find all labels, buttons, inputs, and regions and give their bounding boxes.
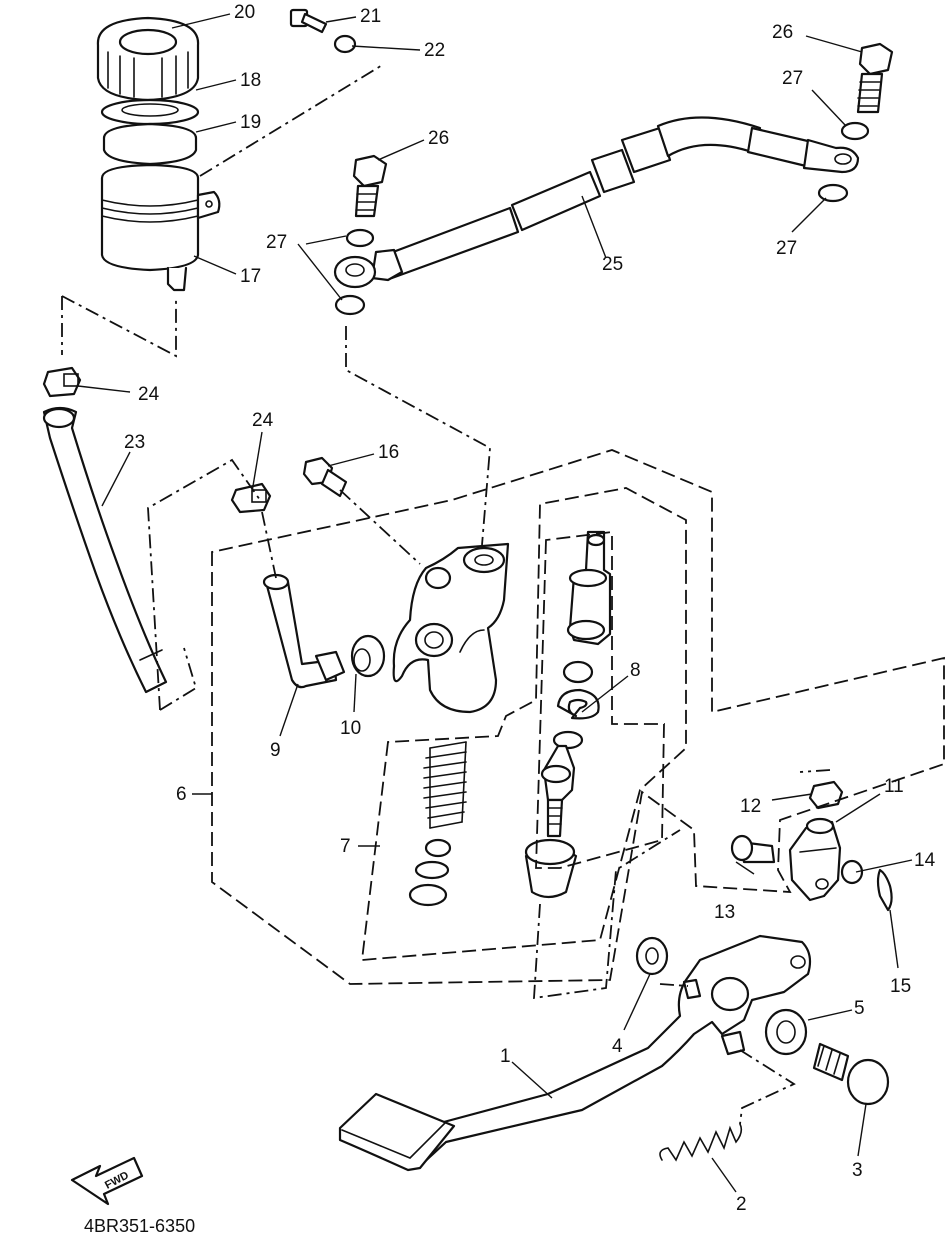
- assembly-lines: [61, 63, 831, 1125]
- callout-27-upper: 27: [782, 68, 803, 89]
- callout-8: 8: [630, 660, 641, 681]
- callout-4: 4: [612, 1036, 623, 1057]
- callout-14: 14: [914, 850, 936, 871]
- return-spring: [423, 741, 467, 829]
- callout-23: 23: [124, 432, 145, 453]
- callout-labels: 20 21 22 18 19 17 26 27 25 26 27 27 24 2…: [124, 2, 936, 1215]
- kit-7-boundary: [360, 487, 687, 961]
- brake-hose: [333, 116, 860, 289]
- callout-5: 5: [854, 998, 865, 1019]
- banjo-bolt-lower: [352, 154, 388, 218]
- crush-washer-lower-b: [334, 294, 366, 316]
- callout-19: 19: [240, 112, 261, 133]
- callout-10: 10: [340, 718, 361, 739]
- spring-seat: [424, 838, 452, 858]
- dust-boot: [524, 838, 578, 899]
- plain-washer-14: [840, 859, 864, 885]
- kit-6-boundary: [211, 449, 945, 985]
- callout-25: 25: [602, 254, 623, 275]
- callout-11: 11: [884, 776, 904, 797]
- forward-direction-arrow: FWD: [70, 1156, 144, 1206]
- secondary-cup: [562, 660, 594, 684]
- callout-13: 13: [714, 902, 735, 923]
- pivot-bolt: [812, 1042, 890, 1106]
- master-cylinder-body: [392, 542, 510, 714]
- callout-15: 15: [890, 976, 911, 997]
- hose-clamp-left: [42, 366, 82, 398]
- brake-pedal: [400, 934, 812, 1168]
- banjo-bolt-upper: [856, 42, 894, 114]
- callout-27-lower: 27: [266, 232, 287, 253]
- callout-16: 16: [378, 442, 399, 463]
- callout-7: 7: [340, 836, 351, 857]
- lock-nut-12: [808, 780, 844, 810]
- clevis: [788, 817, 842, 902]
- kit-8-boundary: [535, 530, 665, 869]
- callout-26-lower: 26: [428, 128, 449, 149]
- callout-3: 3: [852, 1160, 863, 1181]
- callout-27-right: 27: [776, 238, 797, 259]
- crush-washer-upper: [840, 121, 870, 141]
- circlip-8: [556, 688, 600, 720]
- callout-20: 20: [234, 2, 255, 23]
- push-rod: [540, 730, 584, 838]
- callout-24-left: 24: [138, 384, 160, 405]
- hose-clamp-middle: [230, 482, 272, 514]
- callout-18: 18: [240, 70, 261, 91]
- cotter-pin: [876, 868, 893, 912]
- o-ring-10: [350, 634, 386, 678]
- callout-24-middle: 24: [252, 410, 274, 431]
- washer-5: [764, 1008, 808, 1056]
- callout-22: 22: [424, 40, 445, 61]
- callout-26-upper: 26: [772, 22, 793, 43]
- callout-17: 17: [240, 266, 261, 287]
- drawing-code: 4BR351-6350: [84, 1216, 195, 1236]
- reservoir-cap: [96, 16, 200, 102]
- callout-21: 21: [360, 6, 381, 27]
- callout-1: 1: [500, 1046, 511, 1067]
- crush-washer-lower-a: [345, 228, 375, 248]
- mount-bolt-16: [302, 456, 348, 498]
- clevis-pin: [730, 834, 776, 864]
- reservoir-tank: [100, 163, 221, 292]
- washer-4: [635, 936, 669, 976]
- crush-washer-upper-b: [817, 183, 849, 203]
- bolt-21: [289, 8, 328, 34]
- piston-assembly-upper: [566, 530, 612, 646]
- callout-9: 9: [270, 740, 281, 761]
- callout-2: 2: [736, 1194, 747, 1215]
- washer-22: [333, 34, 357, 54]
- return-spring-2: [659, 1123, 743, 1162]
- callout-6: 6: [176, 784, 187, 805]
- callout-leaders: [77, 13, 913, 1193]
- spring-washer: [414, 860, 450, 880]
- callout-12: 12: [740, 796, 761, 817]
- reservoir-diaphragm: [100, 98, 200, 166]
- pedal-pad: [338, 1092, 456, 1172]
- reservoir-hose: [42, 406, 168, 694]
- hose-joint: [262, 573, 346, 689]
- primary-cup: [408, 883, 448, 907]
